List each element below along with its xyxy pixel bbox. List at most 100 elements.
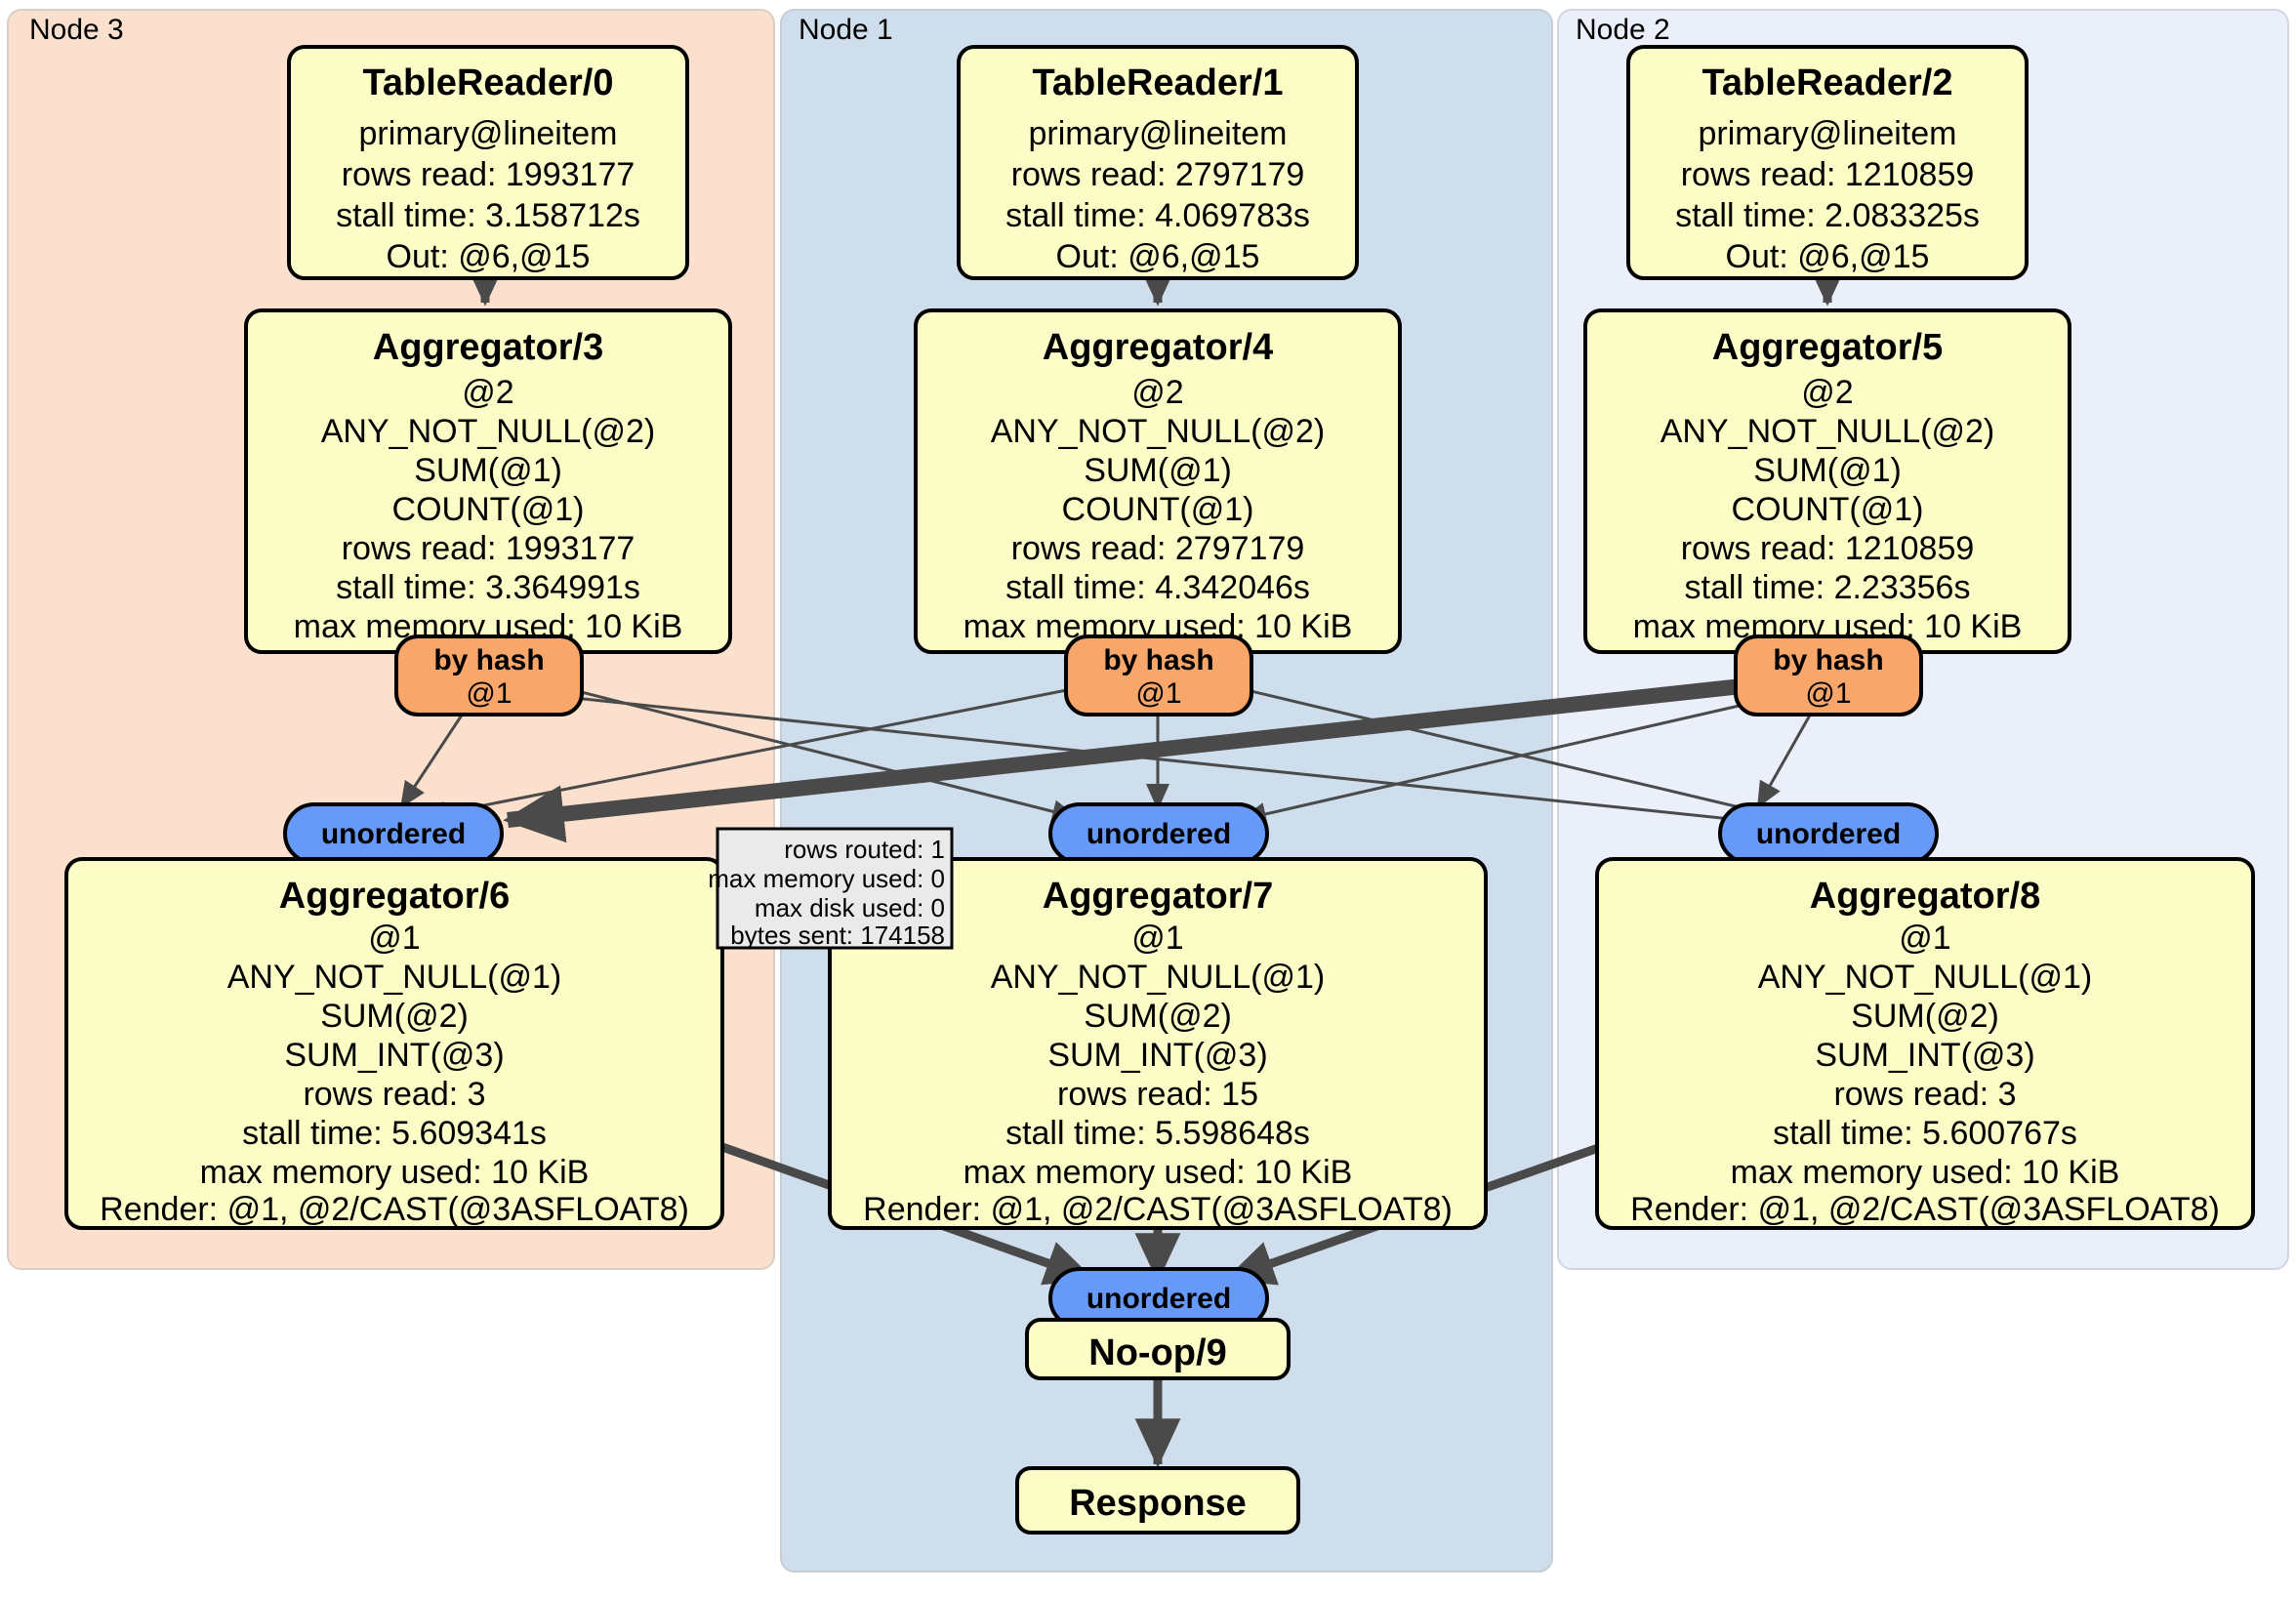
processor-detail-line: SUM(@2): [1084, 998, 1232, 1035]
synchronizer-unordered7[interactable]: unordered: [1048, 802, 1269, 865]
processor-tablereader0[interactable]: TableReader/0 primary@lineitem rows read…: [287, 45, 689, 280]
cluster-label-node3: Node 3: [29, 14, 124, 46]
router-subtitle: @1: [1805, 677, 1851, 710]
processor-detail-line: max memory used: 10 KiB: [964, 1154, 1353, 1191]
processor-detail-line: Render: @1, @2/CAST(@3ASFLOAT8): [100, 1191, 689, 1228]
processor-detail-line: rows read: 15: [1057, 1076, 1258, 1113]
processor-detail-line: SUM_INT(@3): [1047, 1037, 1267, 1074]
processor-detail-line: stall time: 5.609341s: [242, 1115, 547, 1152]
processor-title: Aggregator/8: [1810, 876, 2040, 917]
processor-detail-line: @2: [1131, 374, 1183, 411]
processor-detail-line: ANY_NOT_NULL(@2): [1660, 413, 1995, 450]
processor-detail-line: SUM(@1): [1084, 452, 1232, 489]
edge-byhash3-unordered8: [546, 693, 1787, 835]
router-subtitle: @1: [1135, 677, 1181, 710]
processor-detail-line: ANY_NOT_NULL(@1): [1758, 959, 2093, 996]
edge-byhash5-unordered8: [1755, 704, 1818, 809]
processor-detail-line: rows read: 1993177: [342, 156, 636, 193]
router-title: by hash: [1103, 644, 1213, 676]
processor-detail-line: stall time: 2.23356s: [1685, 569, 1971, 606]
processor-detail-line: ANY_NOT_NULL(@2): [991, 413, 1326, 450]
edge-byhash5-unordered7: [1239, 697, 1770, 826]
processor-title: TableReader/2: [1702, 62, 1953, 103]
processor-title: Aggregator/3: [373, 327, 603, 368]
processor-detail-line: Out: @6,@15: [1056, 238, 1260, 275]
processor-detail-line: @1: [1131, 920, 1183, 957]
processor-detail-line: Render: @1, @2/CAST(@3ASFLOAT8): [863, 1191, 1453, 1228]
processor-aggregator7[interactable]: Aggregator/7 @1 ANY_NOT_NULL(@1) SUM(@2)…: [828, 857, 1488, 1230]
processor-detail-line: rows read: 3: [1833, 1076, 2016, 1113]
processor-aggregator3[interactable]: Aggregator/3 @2 ANY_NOT_NULL(@2) SUM(@1)…: [244, 308, 732, 654]
processor-aggregator6[interactable]: Aggregator/6 @1 ANY_NOT_NULL(@1) SUM(@2)…: [64, 857, 724, 1230]
processor-detail-line: stall time: 5.598648s: [1005, 1115, 1310, 1152]
synchronizer-label: unordered: [1086, 818, 1231, 850]
edge-byhash3-unordered6: [398, 704, 471, 809]
processor-tablereader1[interactable]: TableReader/1 primary@lineitem rows read…: [957, 45, 1359, 280]
processor-detail-line: SUM(@2): [320, 998, 469, 1035]
synchronizer-unordered8[interactable]: unordered: [1718, 802, 1939, 865]
processor-detail-line: stall time: 4.342046s: [1005, 569, 1310, 606]
processor-detail-line: stall time: 3.158712s: [336, 197, 640, 234]
processor-detail-line: SUM_INT(@3): [284, 1037, 504, 1074]
router-byhash3[interactable]: by hash @1: [394, 635, 584, 717]
processor-detail-line: Out: @6,@15: [387, 238, 591, 275]
processor-detail-line: primary@lineitem: [1028, 115, 1287, 152]
processor-detail-line: rows read: 1210859: [1681, 156, 1975, 193]
processor-title: No-op/9: [1088, 1332, 1226, 1373]
processor-title: Aggregator/7: [1043, 876, 1273, 917]
stream-stat-line: max memory used: 0: [708, 864, 945, 893]
processor-title: TableReader/0: [363, 62, 614, 103]
edge-byhash4-unordered8: [1217, 681, 1785, 824]
processor-aggregator4[interactable]: Aggregator/4 @2 ANY_NOT_NULL(@2) SUM(@1)…: [914, 308, 1402, 654]
router-byhash5[interactable]: by hash @1: [1734, 635, 1923, 717]
processor-detail-line: COUNT(@1): [392, 491, 585, 528]
processor-detail-line: ANY_NOT_NULL(@1): [227, 959, 562, 996]
edge-byhash5-unordered6: [503, 676, 1770, 843]
processor-aggregator5[interactable]: Aggregator/5 @2 ANY_NOT_NULL(@2) SUM(@1)…: [1583, 308, 2071, 654]
processor-title: Aggregator/4: [1043, 327, 1273, 368]
processor-tablereader2[interactable]: TableReader/2 primary@lineitem rows read…: [1626, 45, 2029, 280]
processor-detail-line: @2: [462, 374, 513, 411]
router-subtitle: @1: [466, 677, 512, 710]
synchronizer-label: unordered: [321, 818, 466, 850]
cluster-label-node1: Node 1: [799, 14, 893, 46]
processor-detail-line: rows read: 1210859: [1681, 530, 1975, 567]
synchronizer-unordered9[interactable]: unordered: [1048, 1267, 1269, 1330]
processor-detail-line: @1: [1899, 920, 1950, 957]
processor-detail-line: ANY_NOT_NULL(@1): [991, 959, 1326, 996]
processor-detail-line: primary@lineitem: [1698, 115, 1956, 152]
processor-detail-line: primary@lineitem: [358, 115, 617, 152]
processor-detail-line: rows read: 3: [303, 1076, 485, 1113]
processor-detail-line: Render: @1, @2/CAST(@3ASFLOAT8): [1630, 1191, 2220, 1228]
processor-detail-line: COUNT(@1): [1062, 491, 1254, 528]
processor-detail-line: SUM_INT(@3): [1815, 1037, 2034, 1074]
synchronizer-label: unordered: [1086, 1283, 1231, 1315]
processor-response[interactable]: Response: [1015, 1466, 1300, 1535]
processor-detail-line: rows read: 1993177: [342, 530, 636, 567]
processor-detail-line: rows read: 2797179: [1011, 530, 1305, 567]
router-byhash4[interactable]: by hash @1: [1064, 635, 1253, 717]
synchronizer-label: unordered: [1756, 818, 1901, 850]
stream-stat-line: max disk used: 0: [755, 893, 945, 922]
processor-noop9[interactable]: No-op/9: [1025, 1318, 1291, 1380]
processor-aggregator8[interactable]: Aggregator/8 @1 ANY_NOT_NULL(@1) SUM(@2)…: [1595, 857, 2255, 1230]
synchronizer-unordered6[interactable]: unordered: [283, 802, 504, 865]
processor-title: Response: [1069, 1483, 1247, 1524]
processor-detail-line: stall time: 5.600767s: [1773, 1115, 2077, 1152]
processor-title: Aggregator/5: [1712, 327, 1943, 368]
processor-detail-line: SUM(@1): [1753, 452, 1902, 489]
processor-detail-line: max memory used: 10 KiB: [200, 1154, 590, 1191]
processor-detail-line: COUNT(@1): [1732, 491, 1924, 528]
router-title: by hash: [1773, 644, 1883, 676]
stream-stat-line: bytes sent: 174158: [730, 921, 945, 950]
processor-detail-line: stall time: 4.069783s: [1005, 197, 1310, 234]
processor-detail-line: @1: [368, 920, 420, 957]
processor-title: TableReader/1: [1033, 62, 1284, 103]
processor-detail-line: SUM(@2): [1851, 998, 1999, 1035]
processor-detail-line: SUM(@1): [414, 452, 562, 489]
stream-stat-line: rows routed: 1: [784, 835, 945, 864]
processor-title: Aggregator/6: [279, 876, 510, 917]
processor-detail-line: stall time: 2.083325s: [1675, 197, 1980, 234]
